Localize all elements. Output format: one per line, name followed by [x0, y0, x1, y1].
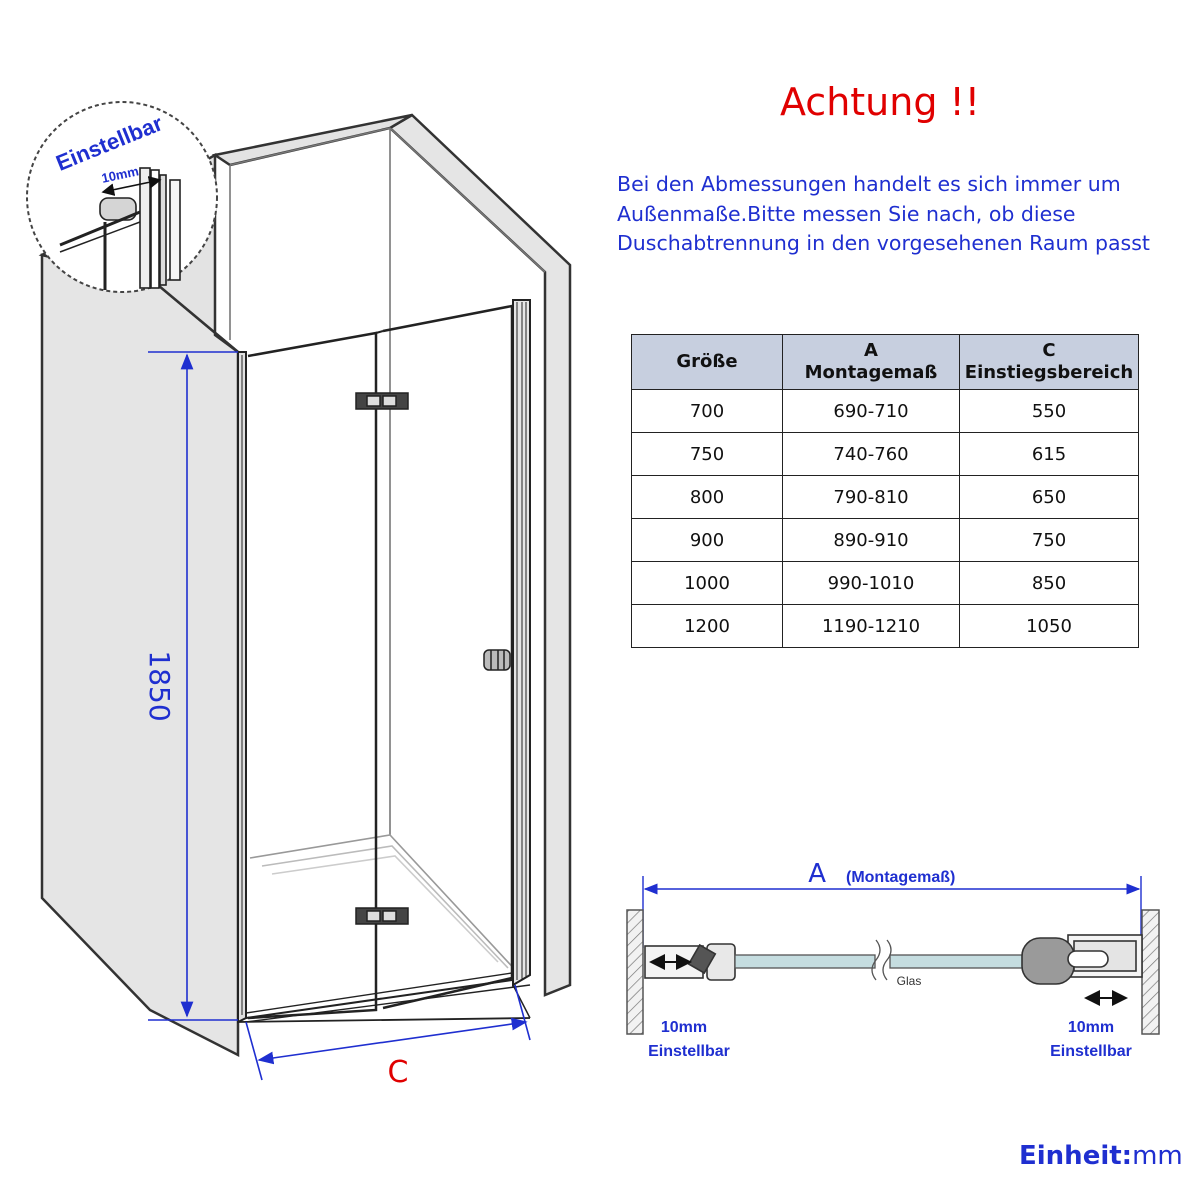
warning-text: Bei den Abmessungen handelt es sich imme…: [617, 170, 1192, 259]
detail-circle: [26, 101, 218, 293]
hinge-top: [355, 392, 409, 410]
warning-line: Bei den Abmessungen handelt es sich imme…: [617, 172, 1121, 196]
right-label: Einstellbar: [1050, 1043, 1132, 1060]
warning-line: Außenmaße.Bitte messen Sie nach, ob dies…: [617, 201, 1076, 226]
section-right-profile: [1021, 934, 1143, 1006]
section-glass: [734, 939, 1024, 981]
section-a-text: (Montagemaß): [846, 869, 955, 886]
glass-label: Glas: [897, 974, 922, 988]
unit-label: Einheit:mm: [1019, 1141, 1183, 1171]
hinge-bottom: [355, 907, 409, 925]
right-dim: 10mm: [1068, 1019, 1114, 1036]
warning-line: Duschabtrennung in den vorgesehenen Raum…: [617, 231, 1150, 255]
width-label: C: [388, 1055, 409, 1090]
section-dimension-a: [642, 876, 1142, 948]
left-label: Einstellbar: [648, 1043, 730, 1060]
width-dimension: [245, 984, 531, 1081]
section-a-letter: A: [808, 859, 826, 889]
door-handle: [483, 649, 511, 671]
left-dim: 10mm: [661, 1019, 707, 1036]
header-size: Größe: [631, 334, 783, 390]
section-walls: [626, 909, 1160, 1035]
warning-title: Achtung !!: [779, 80, 981, 124]
height-dimension: [148, 351, 238, 1021]
room-interior-lines: [229, 127, 546, 976]
height-label: 1850: [143, 650, 176, 721]
section-left-profile: [644, 943, 736, 981]
